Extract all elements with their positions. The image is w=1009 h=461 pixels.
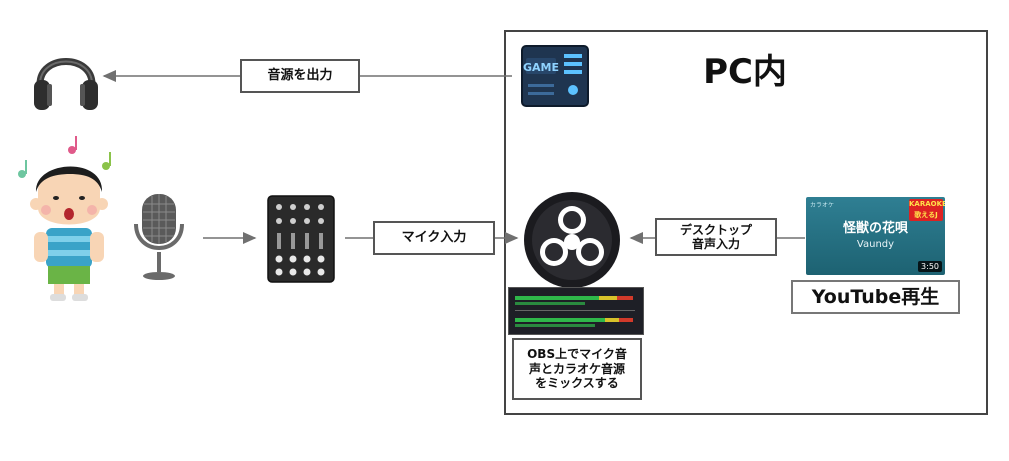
label-mic-input: マイク入力 xyxy=(373,221,495,255)
label-youtube-playback: YouTube再生 xyxy=(791,280,960,314)
obs-logo-icon xyxy=(524,192,620,288)
label-desktop-audio: デスクトップ 音声入力 xyxy=(655,218,777,256)
label-obs-mix: OBS上でマイク音 声とカラオケ音源 をミックスする xyxy=(512,338,642,400)
karaoke-badge: KARAOKE 歌えるJ xyxy=(909,199,945,221)
gaming-pc-badge: GAME xyxy=(523,61,559,74)
audio-meter-icon xyxy=(508,287,644,335)
headphones-icon xyxy=(34,58,98,110)
microphone-icon xyxy=(134,194,184,280)
singing-child-icon xyxy=(18,136,111,301)
audio-mixer-icon xyxy=(267,195,335,283)
pc-section-title: PC内 xyxy=(703,52,787,92)
pc-section-frame xyxy=(504,30,988,415)
gaming-pc-icon: GAME xyxy=(521,45,589,107)
label-output-audio: 音源を出力 xyxy=(240,59,360,93)
youtube-thumb-corner: カラオケ xyxy=(810,202,835,209)
music-note-icon xyxy=(18,136,111,178)
youtube-thumbnail[interactable]: カラオケ KARAOKE 歌えるJ 怪獣の花唄 Vaundy 3:50 xyxy=(806,197,945,275)
youtube-song-title: 怪獣の花唄 xyxy=(842,221,908,236)
youtube-song-artist: Vaundy xyxy=(856,239,895,250)
youtube-duration: 3:50 xyxy=(918,261,942,272)
